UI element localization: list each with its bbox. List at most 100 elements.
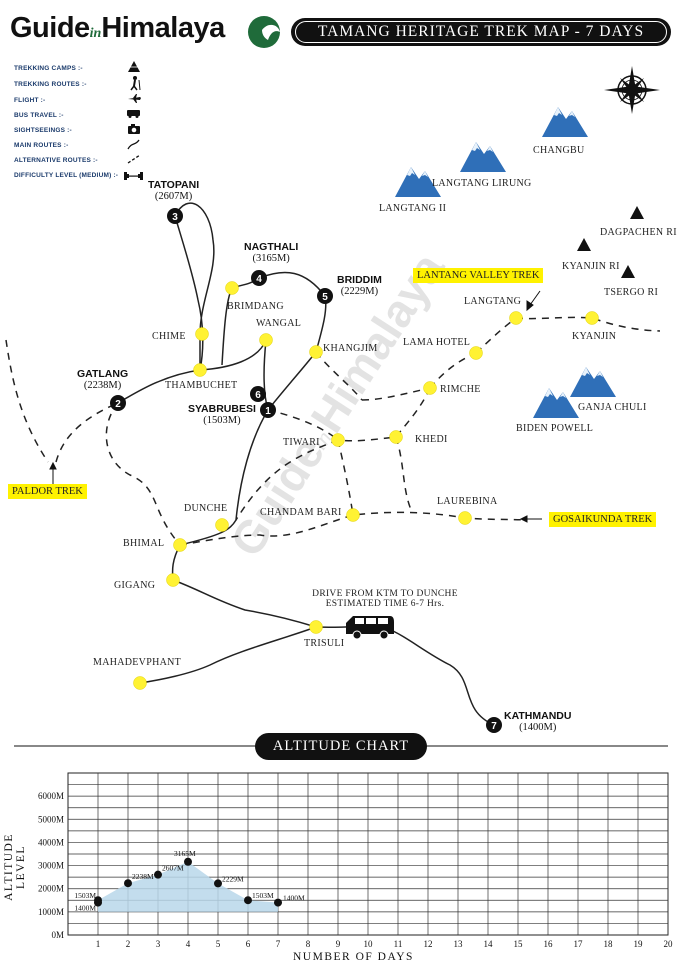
- place-label-chime: CHIME: [152, 331, 186, 342]
- altitude-point-label: 3165M: [174, 849, 196, 858]
- camp-number-6: 6: [255, 390, 261, 401]
- mountain-changbu-icon: [542, 107, 588, 137]
- mountain-label-dagpachen: DAGPACHEN RI: [600, 227, 677, 238]
- mountain-label-ganja-chuli: GANJA CHULI: [578, 402, 647, 413]
- tag-langtang-valley-trek: LANTANG VALLEY TREK: [413, 268, 544, 283]
- altitude-chart-title: ALTITUDE CHART: [255, 733, 427, 760]
- tag-gosaikunda-trek: GOSAIKUNDA TREK: [549, 512, 657, 527]
- x-tick-label: 4: [186, 939, 191, 949]
- x-axis-title: NUMBER OF DAYS: [293, 951, 414, 963]
- mountain-icons: [395, 107, 644, 418]
- x-tick-label: 14: [484, 939, 494, 949]
- place-label-laurebina: LAUREBINA: [437, 496, 498, 507]
- x-tick-label: 17: [574, 939, 584, 949]
- y-tick-label: 0M: [51, 930, 64, 940]
- x-tick-label: 18: [604, 939, 614, 949]
- tag-paldor-trek: PALDOR TREK: [8, 484, 87, 499]
- altitude-point-label: 1503M: [252, 891, 274, 900]
- camp-number-4: 4: [256, 274, 262, 285]
- legend-icons: [124, 61, 143, 180]
- yellow-place-dots: [133, 281, 599, 690]
- legend-main-routes: MAIN ROUTES :-: [14, 142, 69, 149]
- dot-laurebina: [458, 511, 472, 525]
- altitude-point: [214, 879, 222, 888]
- dot-khedi: [389, 430, 403, 444]
- mountain-label-biden-powell: BIDEN POWELL: [516, 423, 594, 434]
- car-icon: [346, 616, 394, 640]
- dot-tiwari: [331, 433, 345, 447]
- map-title-banner: TAMANG HERITAGE TREK MAP - 7 DAYS: [291, 18, 671, 46]
- altitude-point: [274, 898, 282, 907]
- mountain-label-changbu: CHANGBU: [533, 145, 585, 156]
- camp-number-3: 3: [172, 212, 178, 223]
- y-tick-label: 1000M: [38, 907, 64, 917]
- x-tick-label: 15: [514, 939, 524, 949]
- legend-sightseeings: SIGHTSEEINGS :-: [14, 127, 72, 134]
- camp-label-nagthali: NAGTHALI(3165M): [244, 241, 299, 264]
- legend-trekking-routes: TREKKING ROUTES :-: [14, 81, 87, 88]
- x-tick-label: 7: [276, 939, 281, 949]
- camp-label-syabrubesi: SYABRUBESI(1503M): [188, 403, 256, 426]
- altitude-point-label: 2238M: [132, 872, 154, 881]
- y-tick-label: 5000M: [38, 814, 64, 824]
- tent-icon: [128, 61, 140, 72]
- map-title: TAMANG HERITAGE TREK MAP - 7 DAYS: [295, 21, 667, 43]
- legend-trekking-camps: TREKKING CAMPS :-: [14, 65, 83, 72]
- dot-bhimal: [173, 538, 187, 552]
- camp-number-7: 7: [491, 721, 497, 732]
- camp-label-briddim: BRIDDIM(2229M): [337, 274, 382, 297]
- x-tick-label: 9: [336, 939, 341, 949]
- dot-langtang: [509, 311, 523, 325]
- altitude-point: [184, 857, 192, 866]
- camp-number-5: 5: [322, 292, 328, 303]
- y-tick-label: 4000M: [38, 837, 64, 847]
- altitude-point-label: 1503M: [74, 891, 96, 900]
- solid-route-icon: [127, 139, 140, 150]
- place-label-rimche: RIMCHE: [440, 384, 481, 395]
- logo-leaf-icon: [248, 16, 280, 48]
- mountain-langtang-lirung-icon: [460, 142, 506, 172]
- place-label-langtang: LANGTANG: [464, 296, 522, 307]
- place-label-mahadevphant: MAHADEVPHANT: [93, 657, 182, 668]
- logo-text-left: Guide: [10, 12, 90, 44]
- x-tick-label: 8: [306, 939, 311, 949]
- dot-mahadevphant: [133, 676, 147, 690]
- dot-brimdang: [225, 281, 239, 295]
- altitude-point-label: 2607M: [162, 864, 184, 873]
- place-label-kyanjin: KYANJIN: [572, 331, 617, 342]
- logo-text-right: Himalaya: [101, 12, 225, 44]
- mountain-ganja-chuli-icon: [570, 367, 616, 397]
- altitude-point: [154, 870, 162, 879]
- x-tick-label: 1: [96, 939, 101, 949]
- mountain-label-tsergo-ri: TSERGO RI: [604, 287, 659, 298]
- mountain-label-langtang-ii: LANGTANG II: [379, 203, 447, 214]
- dot-rimche: [423, 381, 437, 395]
- dot-dunche: [215, 518, 229, 532]
- altitude-point: [244, 896, 252, 905]
- altitude-point-label: 1400M: [74, 904, 96, 913]
- camp-number-1: 1: [265, 406, 271, 417]
- y-tick-label: 6000M: [38, 791, 64, 801]
- x-tick-label: 20: [664, 939, 674, 949]
- x-tick-label: 10: [364, 939, 374, 949]
- hiker-icon: [130, 76, 141, 91]
- mountain-langtang-ii-icon: [395, 167, 441, 197]
- legend-alternative-routes: ALTERNATIVE ROUTES :-: [14, 157, 98, 164]
- bus-icon: [127, 110, 140, 118]
- x-tick-label: 2: [126, 939, 131, 949]
- legend-difficulty-level: DIFFICULTY LEVEL (MEDIUM) :-: [14, 172, 119, 179]
- x-tick-label: 19: [634, 939, 644, 949]
- place-label-trisuli: TRISULI: [304, 638, 345, 649]
- place-label-dunche: DUNCHE: [184, 503, 228, 514]
- peak-kyanjin-ri-icon: [577, 238, 591, 251]
- y-tick-label: 2000M: [38, 884, 64, 894]
- camp-label-kathmandu: KATHMANDU(1400M): [504, 710, 572, 733]
- peak-tsergo-ri-icon: [621, 265, 635, 278]
- dot-lama-hotel: [469, 346, 483, 360]
- peak-dagpachen-icon: [630, 206, 644, 219]
- altitude-point: [124, 879, 132, 888]
- x-tick-label: 12: [424, 939, 433, 949]
- legend-bus-travel: BUS TRAVEL :-: [14, 112, 64, 119]
- altitude-point-label: 2229M: [222, 874, 244, 883]
